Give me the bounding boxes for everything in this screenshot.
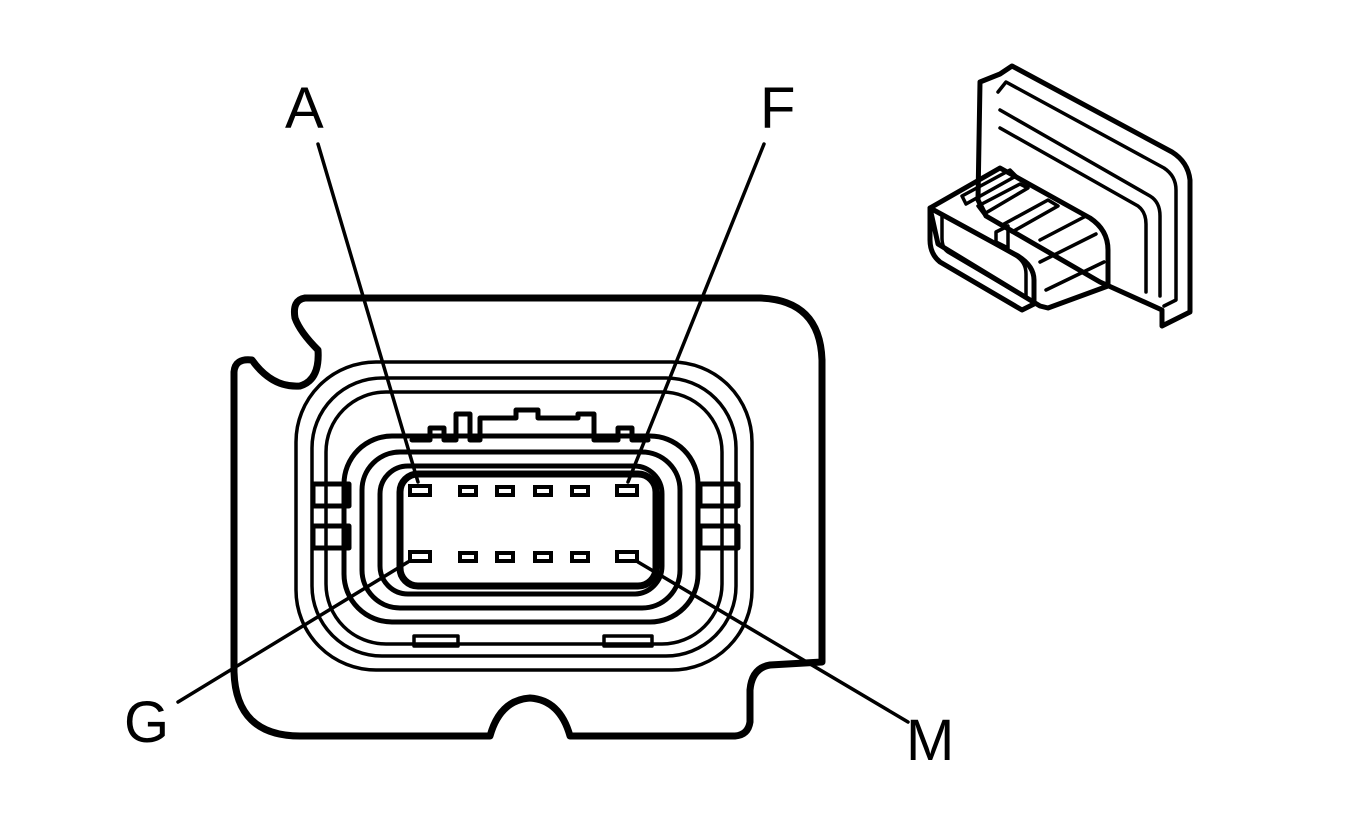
plug-body (927, 165, 1111, 311)
pin-slot (533, 485, 553, 497)
latch-right-bottom (697, 523, 741, 551)
latch-left-bottom (310, 523, 352, 551)
flange-edge (996, 80, 1178, 308)
connector-isometric-view (927, 63, 1193, 329)
terminal-blades (960, 168, 1060, 250)
flange-outline (975, 63, 1193, 329)
pin-slot (458, 551, 478, 563)
label-pin-g: G (124, 690, 169, 755)
leader-m (636, 560, 910, 724)
connector-face (176, 142, 910, 740)
plug-rib (1038, 214, 1106, 292)
latch-left-top (310, 481, 352, 509)
pin-slot (408, 484, 432, 497)
label-pin-a: A (285, 76, 324, 141)
cavity-shell-3 (377, 463, 665, 597)
pin-field (396, 470, 660, 590)
bottom-key-left (412, 634, 460, 648)
pin-slot (533, 551, 553, 563)
pin-slot (570, 485, 590, 497)
pin-slot (495, 485, 515, 497)
pin-slot (495, 551, 515, 563)
housing-outline (230, 294, 826, 740)
bottom-key-right (602, 634, 654, 648)
pin-slot (408, 550, 432, 563)
flange-inner-ring (998, 108, 1162, 298)
latch-right-top (697, 481, 741, 509)
leader-f (626, 142, 766, 484)
label-pin-f: F (760, 76, 795, 141)
flange-inner-ring-2 (998, 126, 1148, 294)
cavity-shell-2 (359, 449, 683, 611)
leader-g (176, 560, 410, 704)
pin-slot (615, 550, 639, 563)
seal-ring-3 (324, 390, 724, 646)
plug-front-inner (940, 212, 1028, 300)
seal-ring-2 (310, 376, 738, 658)
seal-ring-outer (294, 360, 754, 672)
pin-row-top (408, 484, 639, 497)
pin-slot (615, 484, 639, 497)
pin-slot (570, 551, 590, 563)
pin-slot (458, 485, 478, 497)
pin-row-bottom (408, 550, 639, 563)
label-pin-m: M (906, 708, 954, 773)
locking-tab (409, 407, 651, 443)
plug-front (927, 205, 1037, 313)
leader-a (316, 142, 420, 484)
